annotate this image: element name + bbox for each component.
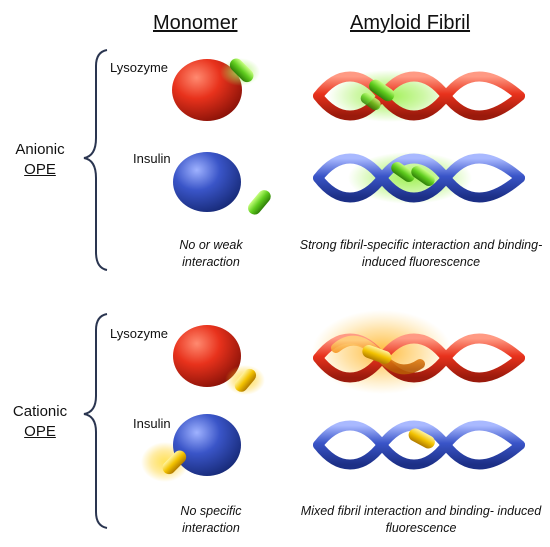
cationic-fibril-caption: Mixed fibril interaction and binding- in… (300, 504, 542, 535)
fibril-header: Amyloid Fibril (350, 12, 471, 34)
lysozyme-monomer-cationic (173, 325, 265, 395)
lysozyme-label-anionic: Lysozyme (110, 60, 169, 75)
anionic-label-line1: Anionic (15, 141, 65, 158)
anionic-fibril-caption: Strong fibril-specific interaction and b… (299, 238, 543, 269)
anionic-label-line2: OPE (24, 161, 56, 178)
monomer-header: Monomer (153, 12, 238, 34)
anionic-ope-label: Anionic OPE (8, 140, 72, 180)
insulin-label-cationic: Insulin (133, 416, 171, 431)
insulin-monomer-anionic (173, 152, 271, 215)
lysozyme-fibril-anionic (313, 70, 525, 122)
cationic-ope-label: Cationic OPE (6, 402, 74, 442)
insulin-monomer-cationic (141, 414, 241, 482)
cationic-monomer-caption: No specific interaction (180, 504, 242, 535)
insulin-label-anionic: Insulin (133, 151, 171, 166)
cationic-label-line2: OPE (24, 423, 56, 440)
lysozyme-monomer-anionic (172, 58, 260, 121)
insulin-fibril-anionic (313, 152, 525, 204)
lysozyme-fibril-cationic (312, 310, 525, 394)
cationic-label-line1: Cationic (12, 403, 68, 420)
anionic-brace (83, 49, 108, 271)
lysozyme-label-cationic: Lysozyme (110, 326, 169, 341)
anionic-monomer-caption: No or weak interaction (179, 238, 243, 269)
insulin-fibril-cationic (313, 420, 525, 470)
cationic-brace (83, 313, 108, 529)
